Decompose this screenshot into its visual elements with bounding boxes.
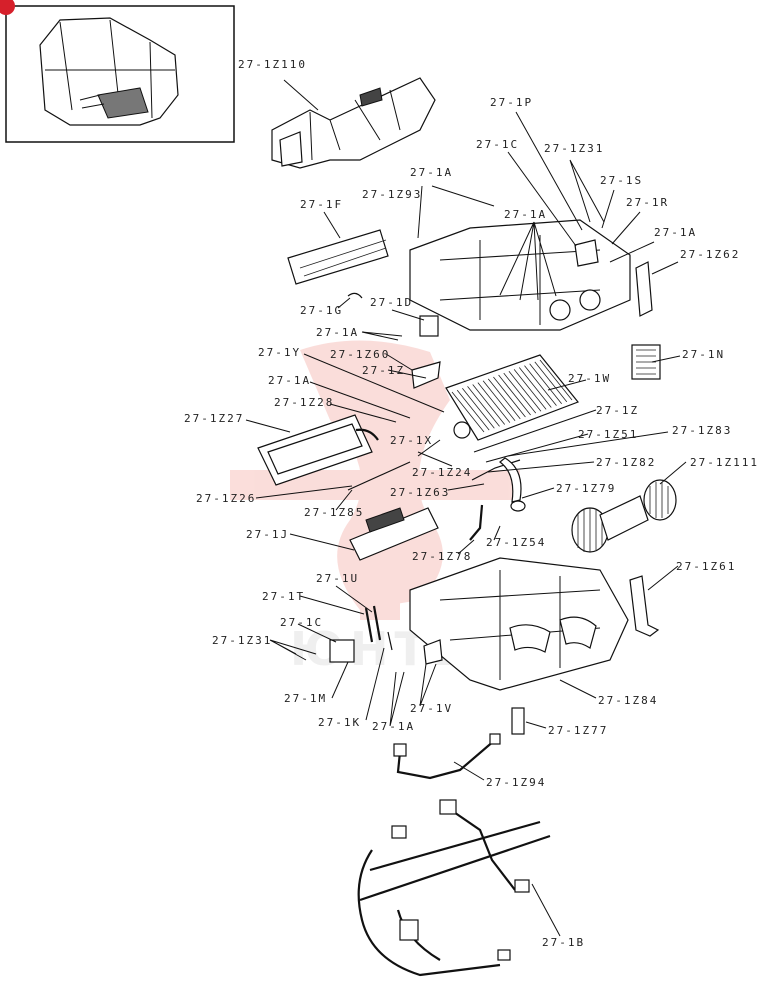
callout-label: 27-1Z84 [598,694,658,707]
callout-label: 27-1Z111 [690,456,759,469]
callout-label: 27-1Z26 [196,492,256,505]
callout-label: 27-1A [504,208,547,221]
blower-motor [571,479,677,553]
grille-panel [631,344,661,380]
bracket-mid [411,361,441,389]
callout-label: 27-1Z94 [486,776,546,789]
callout-label: 27-1B [542,936,585,949]
callout-labels: 27-1Z110 27-1P 27-1C 27-1Z31 27-1S 27-1R… [184,58,759,949]
sensor-rod [347,461,411,491]
rod-1t [364,607,374,643]
callout-label: 27-1Z [596,404,639,417]
callout-label: 27-1Z78 [412,550,472,563]
callout-label: 27-1Z79 [556,482,616,495]
upper-duct-assembly [271,77,436,169]
bracket-right-upper [635,261,653,317]
callout-label: 27-1R [626,196,669,209]
block-1z77 [511,707,525,735]
callout-label: 27-1Z60 [330,348,390,361]
callout-label: 27-1Z83 [672,424,732,437]
callout-label: 27-1Z31 [212,634,272,647]
callout-label: 27-1Z54 [486,536,546,549]
upper-housing [409,219,631,331]
callout-label: 27-1Z61 [676,560,736,573]
callout-label: 27-1Z63 [390,486,450,499]
pipe-1z78 [469,504,484,541]
callout-label: 27-1A [654,226,697,239]
callout-label: 27-1S [600,174,643,187]
lever-1v [423,639,443,665]
callout-label: 27-1Z93 [362,188,422,201]
callout-label: 27-1Z77 [548,724,608,737]
rod-1u [372,605,382,641]
clip-small [347,292,363,299]
callout-label: 27-1F [300,198,343,211]
callout-label: 27-1J [246,528,289,541]
callout-label: 27-1Z110 [238,58,307,71]
callout-label: 27-1C [280,616,323,629]
callout-label: 27-1Z31 [544,142,604,155]
damper-door [349,507,439,561]
callout-label: 27-1P [490,96,533,109]
callout-label: 27-1G [300,304,343,317]
callout-label: 27-1Z28 [274,396,334,409]
callout-label: 27-1Z24 [412,466,472,479]
actuator-small [419,315,439,337]
callout-label: 27-1Z85 [304,506,364,519]
callout-label: 27-1A [316,326,359,339]
callout-label: 27-1M [284,692,327,705]
callout-label: 27-1V [410,702,453,715]
leader-lines [245,79,687,937]
callout-label: 27-1W [568,372,611,385]
heater-core [257,414,379,486]
valve-round [510,500,526,512]
callout-label: 27-1K [318,716,361,729]
callout-label: 27-1U [316,572,359,585]
inset-red-badge [0,0,15,15]
link-1k [387,631,393,651]
callout-label: 27-1Z51 [578,428,638,441]
callout-label: 27-1Z [362,364,405,377]
callout-label: 27-1Z82 [596,456,656,469]
location-inset [5,5,235,143]
inset-highlight-area [97,87,149,119]
lower-housing [409,557,629,691]
harness-1b [357,799,551,977]
air-filter [287,229,389,285]
callout-label: 27-1Y [258,346,301,359]
bracket-right-lower [629,575,660,637]
callout-label: 27-1Z62 [680,248,740,261]
callout-label: 27-1X [390,434,433,447]
harness-1z94 [393,733,501,780]
callout-label: 27-1A [410,166,453,179]
callout-label: 27-1Z27 [184,412,244,425]
callout-label: 27-1A [268,374,311,387]
callout-label: 27-1C [476,138,519,151]
callout-label: 27-1N [682,348,725,361]
callout-label: 27-1D [370,296,413,309]
evaporator-core [445,354,579,441]
evaporator-fins [451,359,573,433]
actuator-lower [329,639,355,663]
callout-label: 27-1A [372,720,415,733]
callout-label: 27-1T [262,590,305,603]
